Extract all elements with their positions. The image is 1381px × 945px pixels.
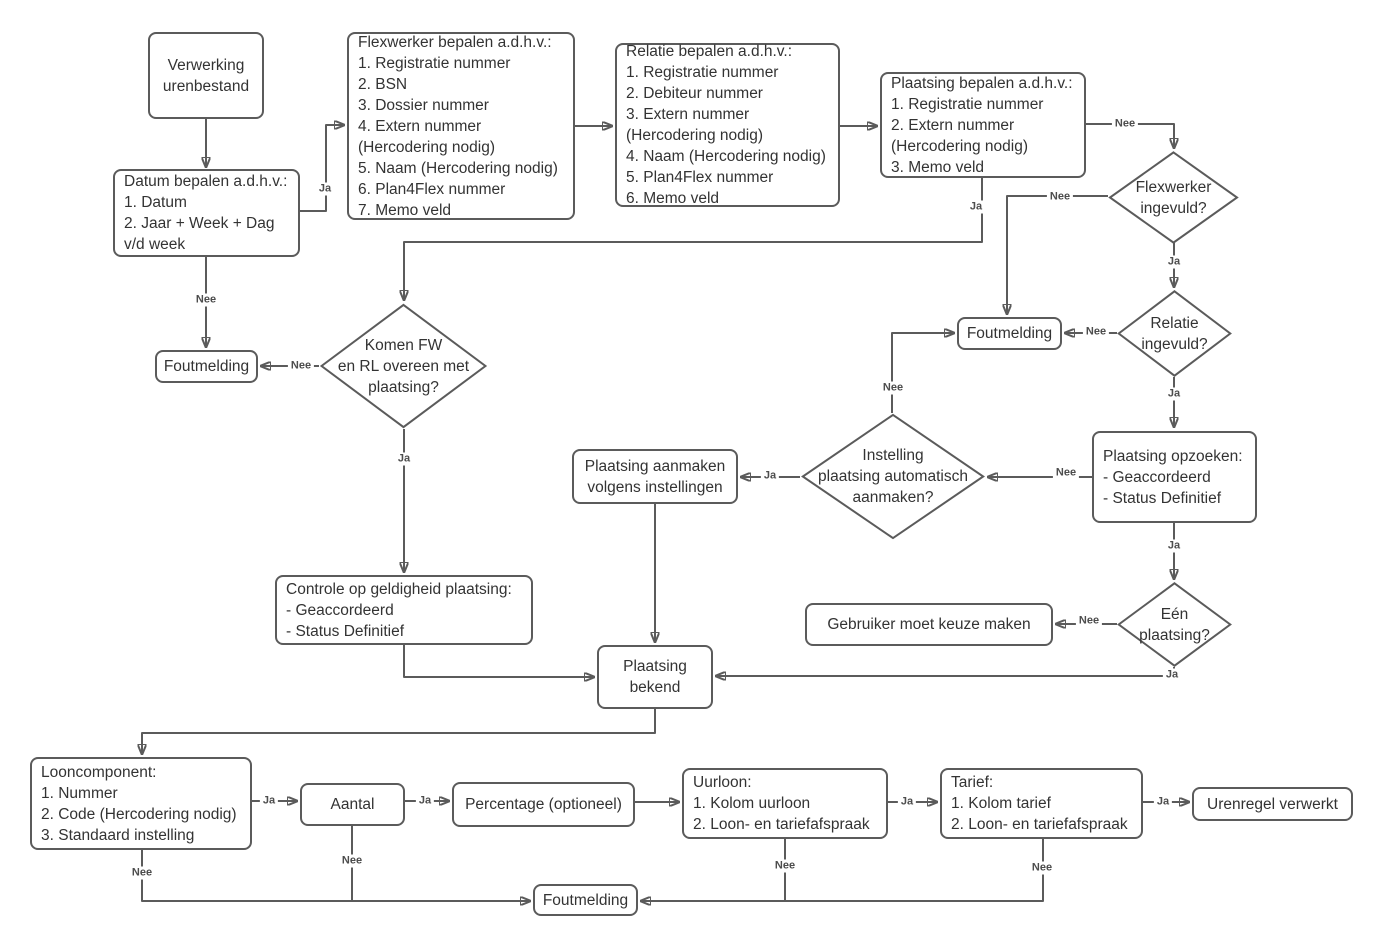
node-foutmelding-links: Foutmelding [155, 350, 258, 383]
edge-label-ja: Ja [1164, 255, 1184, 269]
diamond-shape [319, 303, 488, 429]
edge-label-ja: Ja [897, 795, 917, 809]
node-percentage: Percentage (optioneel) [452, 782, 635, 827]
edge-label-nee: Nee [1028, 861, 1056, 875]
edge-label-ja: Ja [259, 794, 279, 808]
node-foutmelding-midden: Foutmelding [957, 317, 1062, 350]
edge-label-nee: Nee [128, 866, 156, 880]
edge-label-ja: Ja [394, 452, 414, 466]
node-tarief: Tarief: 1. Kolom tarief 2. Loon- en tari… [940, 768, 1143, 839]
node-foutmelding-onder: Foutmelding [533, 884, 638, 916]
node-plaatsing-bekend: Plaatsing bekend [597, 645, 713, 709]
edge-label-nee: Nee [338, 854, 366, 868]
diamond-een-plaatsing: Eén plaatsing? [1117, 582, 1232, 667]
diamond-instelling-plaatsing-automatisch: Instelling plaatsing automatisch aanmake… [800, 413, 986, 540]
connector-flexwerkeringevuld-foutmelding-nee [1007, 195, 1108, 314]
diamond-relatie-ingevuld: Relatie ingevuld? [1117, 290, 1232, 377]
node-plaatsing-bepalen: Plaatsing bepalen a.d.h.v.: 1. Registrat… [880, 72, 1086, 178]
edge-label-ja: Ja [966, 200, 986, 214]
connector-plaatsingbekend-looncomponent [142, 709, 656, 754]
connector-eenplaatsing-plaatsingbekend-ja [716, 667, 1175, 676]
edge-label-nee: Nee [1052, 466, 1080, 480]
connector-tarief-foutmelding-nee [641, 839, 1044, 901]
edge-label-nee: Nee [1046, 190, 1074, 204]
diamond-komen-fw-rl-overeen: Komen FW en RL overeen met plaatsing? [319, 303, 488, 429]
node-aantal: Aantal [300, 783, 405, 826]
node-urenregel-verwerkt: Urenregel verwerkt [1192, 787, 1353, 821]
node-looncomponent: Looncomponent: 1. Nummer 2. Code (Hercod… [30, 757, 252, 850]
node-gebruiker-keuze: Gebruiker moet keuze maken [805, 603, 1053, 646]
edge-label-nee: Nee [1111, 117, 1139, 131]
edge-label-nee: Nee [1082, 325, 1110, 339]
edge-label-nee: Nee [771, 859, 799, 873]
connector-instelling-foutmelding-nee [891, 333, 954, 413]
node-plaatsing-opzoeken: Plaatsing opzoeken: - Geaccordeerd - Sta… [1092, 431, 1257, 523]
diamond-shape [1117, 582, 1232, 667]
diamond-shape [1108, 151, 1239, 244]
node-verwerking-urenbestand: Verwerking urenbestand [148, 32, 264, 119]
edge-label-ja: Ja [415, 794, 435, 808]
edge-label-nee: Nee [879, 381, 907, 395]
edge-label-ja: Ja [1164, 387, 1184, 401]
diamond-flexwerker-ingevuld: Flexwerker ingevuld? [1108, 151, 1239, 244]
edge-label-nee: Nee [287, 359, 315, 373]
node-relatie-bepalen: Relatie bepalen a.d.h.v.: 1. Registratie… [615, 43, 840, 207]
node-uurloon: Uurloon: 1. Kolom uurloon 2. Loon- en ta… [682, 768, 888, 839]
connector-controle-plaatsingbekend [403, 645, 594, 677]
diamond-shape [1117, 290, 1232, 377]
node-datum-bepalen: Datum bepalen a.d.h.v.: 1. Datum 2. Jaar… [113, 169, 300, 257]
edge-label-nee: Nee [192, 293, 220, 307]
connector-looncomponent-foutmelding-nee [141, 850, 530, 901]
edge-label-ja: Ja [1153, 795, 1173, 809]
edge-label-nee: Nee [1075, 614, 1103, 628]
node-flexwerker-bepalen: Flexwerker bepalen a.d.h.v.: 1. Registra… [347, 32, 575, 220]
edge-label-ja: Ja [1164, 539, 1184, 553]
node-plaatsing-aanmaken: Plaatsing aanmaken volgens instellingen [572, 449, 738, 504]
edge-label-ja: Ja [760, 469, 780, 483]
node-controle-geldigheid: Controle op geldigheid plaatsing: - Geac… [275, 575, 533, 645]
edge-label-ja: Ja [315, 182, 335, 196]
connector-datum-flexwerker-ja [300, 125, 344, 212]
diamond-shape [800, 413, 986, 540]
edge-label-ja: Ja [1162, 668, 1182, 682]
